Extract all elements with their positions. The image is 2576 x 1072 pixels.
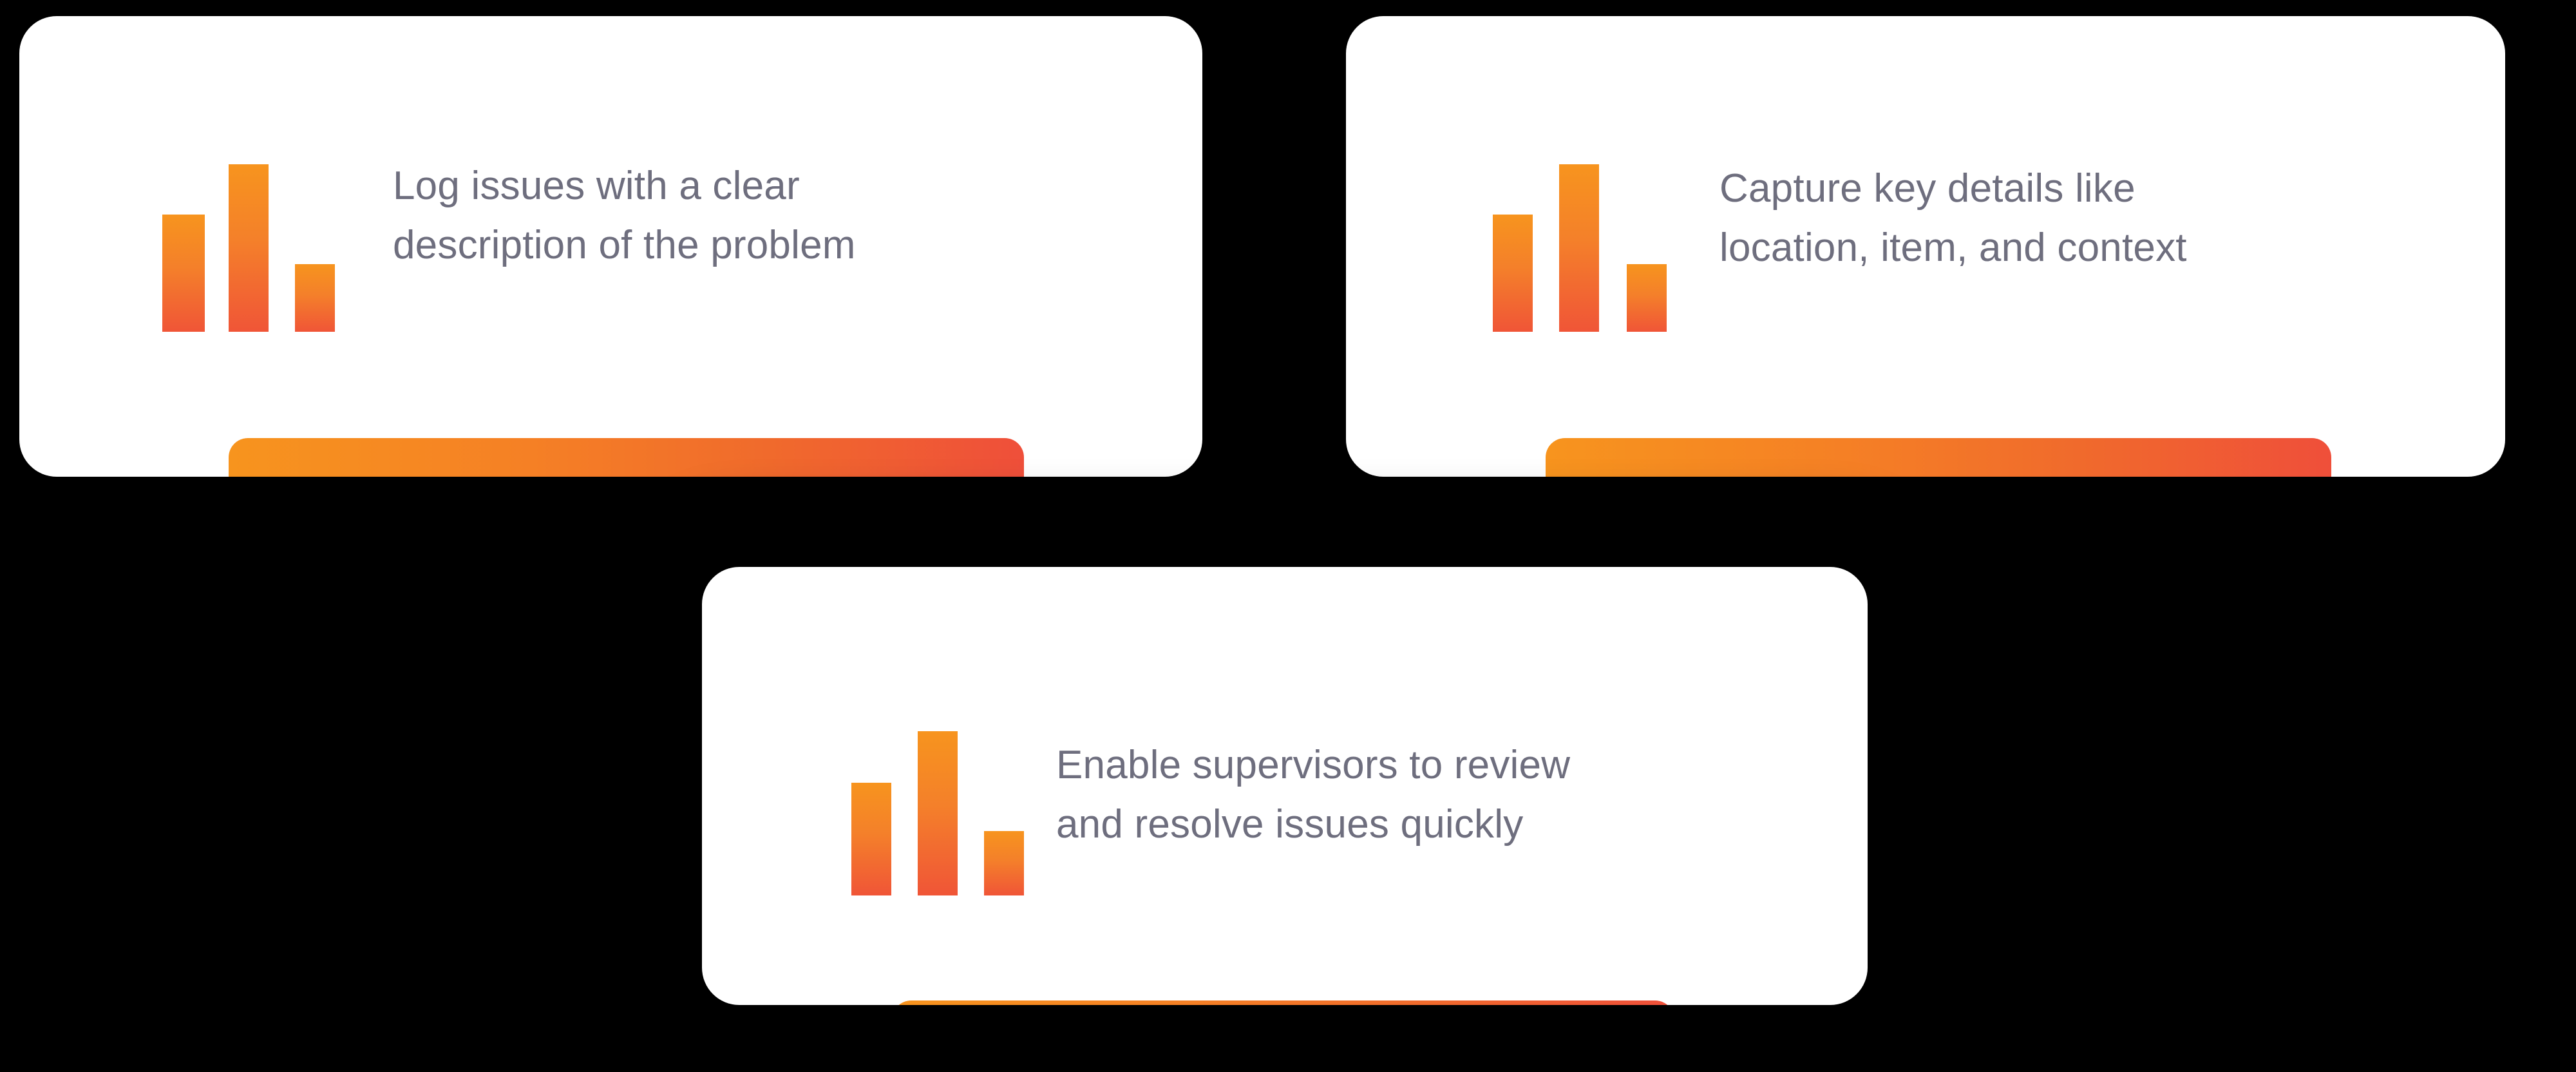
feature-card-supervisor-review[interactable]: Enable supervisors to review and resolve… <box>702 567 1868 1005</box>
card-description-text: Log issues with a clear description of t… <box>393 164 856 267</box>
feature-card-capture-details[interactable]: Capture key details like location, item,… <box>1346 16 2505 477</box>
card-description-text: Capture key details like location, item,… <box>1719 166 2187 270</box>
card-content: Capture key details like location, item,… <box>1346 16 2505 477</box>
bar-chart-bar-2 <box>229 164 269 332</box>
feature-card-log-issues[interactable]: Log issues with a clear description of t… <box>19 16 1202 477</box>
progress-bar[interactable] <box>1546 438 2331 477</box>
bar-chart-icon <box>1461 139 1667 332</box>
bar-chart-bar-1 <box>1493 215 1533 332</box>
card-description-text: Enable supervisors to review and resolve… <box>1056 743 1571 847</box>
bar-chart-bar-3 <box>295 264 335 332</box>
progress-bar[interactable] <box>892 1000 1674 1005</box>
card-content: Log issues with a clear description of t… <box>19 16 1202 477</box>
bar-chart-bar-2 <box>1559 164 1599 332</box>
bar-chart-icon <box>818 709 1024 895</box>
bar-chart-bar-2 <box>918 731 958 895</box>
bar-chart-bar-1 <box>162 215 205 332</box>
bar-chart-icon <box>148 139 335 332</box>
card-content: Enable supervisors to review and resolve… <box>702 567 1868 1005</box>
bar-chart-bar-1 <box>851 783 891 895</box>
bar-chart-bar-3 <box>1627 264 1667 332</box>
progress-bar[interactable] <box>229 438 1024 477</box>
bar-chart-bar-3 <box>984 831 1024 895</box>
